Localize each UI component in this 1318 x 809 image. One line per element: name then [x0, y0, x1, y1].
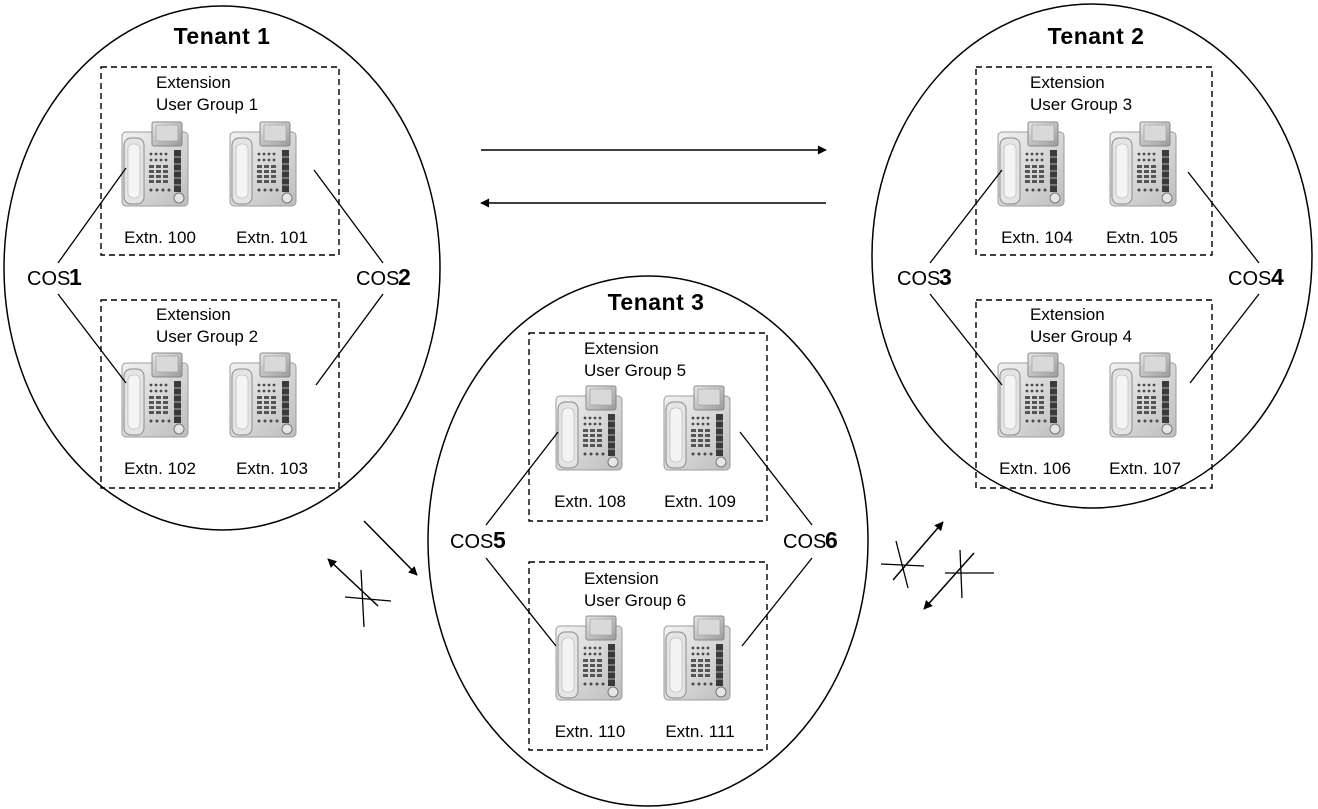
extension-label: Extn. 106 [999, 459, 1071, 478]
telephone-icon [556, 616, 622, 700]
cos-prefix: COS [1228, 268, 1271, 290]
telephone-icon [998, 353, 1064, 437]
cos-number: 6 [825, 527, 838, 553]
user-group-2-label-line2: User Group 2 [156, 327, 258, 346]
blocked-arrow-icon [328, 559, 391, 627]
user-group-1-label-line2: User Group 1 [156, 95, 258, 114]
telephone-icon [998, 122, 1064, 206]
cos-2-label: COS 2 [356, 264, 411, 290]
cos-prefix: COS [783, 531, 826, 553]
cos-1-label: COS 1 [27, 264, 82, 290]
user-group-4-label-line1: Extension [1030, 305, 1105, 324]
cos-number: 5 [493, 527, 506, 553]
cos-3-label: COS 3 [897, 264, 952, 290]
tenant-3-title: Tenant 3 [608, 289, 705, 315]
user-group-1-label-line1: Extension [156, 73, 231, 92]
cos-number: 2 [398, 264, 411, 290]
user-group-6-label-line2: User Group 6 [584, 591, 686, 610]
telephone-icon [230, 353, 296, 437]
cos-prefix: COS [356, 268, 399, 290]
cos-prefix: COS [450, 531, 493, 553]
telephone-icon [122, 353, 188, 437]
cos-link-line [930, 170, 1002, 263]
cos-number: 4 [1271, 264, 1284, 290]
cos-link-line [1190, 294, 1259, 383]
telephone-icon [230, 122, 296, 206]
cos-link-line [486, 432, 558, 525]
extension-label: Extn. 100 [124, 228, 196, 247]
user-group-3-label-line1: Extension [1030, 73, 1105, 92]
telephone-icon [122, 122, 188, 206]
cos-link-line [930, 294, 1002, 385]
cos-number: 1 [69, 264, 82, 290]
extension-label: Extn. 101 [236, 228, 308, 247]
extension-label: Extn. 102 [124, 459, 196, 478]
extension-label: Extn. 108 [554, 492, 626, 511]
cos-5-label: COS 5 [450, 527, 506, 553]
user-group-4-label-line2: User Group 4 [1030, 327, 1132, 346]
user-group-3-label-line2: User Group 3 [1030, 95, 1132, 114]
telephone-icon [1110, 353, 1176, 437]
cos-link-line [740, 432, 812, 525]
cos-link-line [742, 558, 812, 646]
arrow-tenant1-to-tenant3 [364, 521, 417, 575]
cos-prefix: COS [27, 268, 70, 290]
cos-number: 3 [939, 264, 952, 290]
tenant-1: Tenant 1 Extension User Group 1 Extn. 10… [4, 6, 440, 530]
cos-link-line [314, 170, 383, 263]
extension-label: Extn. 104 [1001, 228, 1073, 247]
cos-6-label: COS 6 [783, 527, 838, 553]
extension-label: Extn. 103 [236, 459, 308, 478]
blocked-arrow-icon [881, 522, 943, 588]
cos-link-line [316, 294, 383, 385]
telephone-icon [664, 386, 730, 470]
telephone-icon [664, 616, 730, 700]
cos-4-label: COS 4 [1228, 264, 1284, 290]
user-group-6-label-line1: Extension [584, 569, 659, 588]
extension-label: Extn. 105 [1106, 228, 1178, 247]
tenant-3: Tenant 3 Extension User Group 5 Extn. 10… [428, 276, 868, 806]
user-group-2-label-line1: Extension [156, 305, 231, 324]
tenant-1-title: Tenant 1 [174, 23, 271, 49]
telephone-icon [1110, 122, 1176, 206]
user-group-5-label-line1: Extension [584, 339, 659, 358]
tenant-2-title: Tenant 2 [1048, 23, 1145, 49]
tenant-2: Tenant 2 Extension User Group 3 Extn. 10… [872, 4, 1312, 508]
user-group-5-label-line2: User Group 5 [584, 361, 686, 380]
extension-label: Extn. 109 [664, 492, 736, 511]
cos-link-line [486, 558, 556, 646]
extension-label: Extn. 111 [665, 722, 734, 741]
extension-label: Extn. 107 [1109, 459, 1181, 478]
blocked-arrow-icon [924, 550, 994, 609]
telephone-icon [556, 386, 622, 470]
cos-link-line [58, 294, 126, 383]
cos-link-line [1188, 172, 1259, 263]
extension-label: Extn. 110 [555, 722, 626, 741]
cos-link-line [58, 168, 126, 263]
cos-prefix: COS [897, 268, 940, 290]
